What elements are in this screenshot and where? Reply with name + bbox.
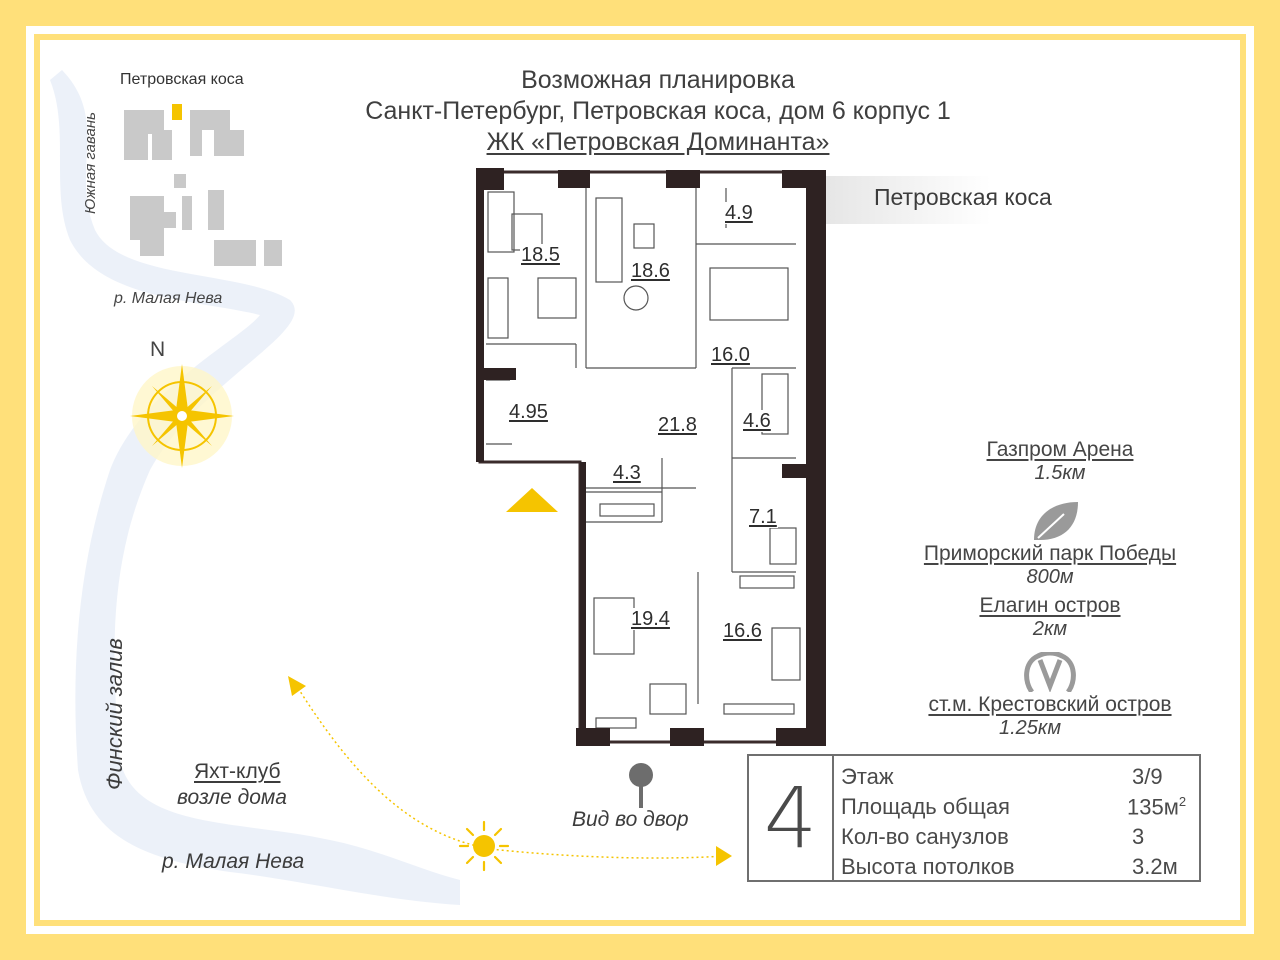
- poi-name[interactable]: Елагин остров: [979, 594, 1121, 617]
- room-area: 4.3: [612, 462, 642, 484]
- metro-icon: [1024, 652, 1076, 692]
- info-value: 3/9: [1132, 764, 1163, 789]
- sun-icon: [458, 820, 510, 872]
- floor-plan: [476, 168, 826, 746]
- compass-rose-icon: [130, 364, 234, 468]
- view-label: Вид во двор: [572, 808, 689, 831]
- info-value: 135м: [1127, 794, 1179, 820]
- info-value: 3: [1132, 824, 1145, 849]
- room-area: 4.9: [724, 202, 754, 224]
- minimap-title: Петровская коса: [120, 71, 244, 88]
- poi-distance: 1.5км: [1034, 462, 1086, 484]
- compass-north-label: N: [150, 338, 166, 361]
- gulf-label: Финский залив: [102, 638, 127, 790]
- street-label: Петровская коса: [874, 184, 1052, 210]
- info-value: 3.2м: [1132, 854, 1178, 879]
- poi-name[interactable]: Газпром Арена: [986, 438, 1134, 461]
- sun-path: [288, 676, 732, 866]
- area-unit-sup: 2: [1178, 794, 1187, 809]
- room-area: 16.0: [710, 344, 751, 366]
- room-area: 7.1: [748, 506, 778, 528]
- minimap-left-label: Южная гавань: [82, 112, 99, 214]
- title-line-3[interactable]: ЖК «Петровская Доминанта»: [486, 128, 830, 156]
- info-label: Кол-во санузлов: [841, 824, 1009, 849]
- title-line-2: Санкт-Петербург, Петровская коса, дом 6 …: [365, 97, 951, 125]
- poi-distance: 2км: [1032, 618, 1068, 640]
- poi-distance: 800м: [1026, 566, 1074, 588]
- room-area: 4.6: [742, 410, 772, 432]
- leaf-icon: [1034, 502, 1078, 540]
- poi-distance: 1.25км: [998, 717, 1062, 739]
- minimap-buildings: [124, 104, 282, 266]
- info-label: Площадь общая: [841, 794, 1010, 819]
- room-area: 4.95: [508, 401, 549, 423]
- yacht-club-sub: возле дома: [177, 786, 287, 809]
- poi-name[interactable]: ст.м. Крестовский остров: [928, 693, 1172, 716]
- poi-name[interactable]: Приморский парк Победы: [923, 542, 1177, 565]
- map-pin-icon: [629, 763, 653, 808]
- room-area: 18.6: [630, 260, 671, 282]
- room-area: 18.5: [520, 244, 561, 266]
- title-line-1: Возможная планировка: [521, 66, 795, 94]
- apartment-info: 4 Этаж 3/9 Площадь общая 135м2 Кол-во са…: [747, 754, 1201, 882]
- info-label: Высота потолков: [841, 854, 1015, 879]
- minimap: Петровская коса Южная гавань р. Малая Не…: [82, 64, 284, 307]
- minimap-bottom-label: р. Малая Нева: [114, 290, 223, 307]
- room-area: 16.6: [722, 620, 763, 642]
- river-label: р. Малая Нева: [162, 850, 305, 873]
- info-label: Этаж: [841, 764, 894, 789]
- entrance-icon: [506, 488, 558, 512]
- room-area: 19.4: [630, 608, 671, 630]
- yacht-club-link[interactable]: Яхт-клуб: [194, 760, 281, 783]
- room-area: 21.8: [657, 414, 698, 436]
- street-banner: [826, 176, 1156, 224]
- apartment-number: 4: [749, 756, 834, 880]
